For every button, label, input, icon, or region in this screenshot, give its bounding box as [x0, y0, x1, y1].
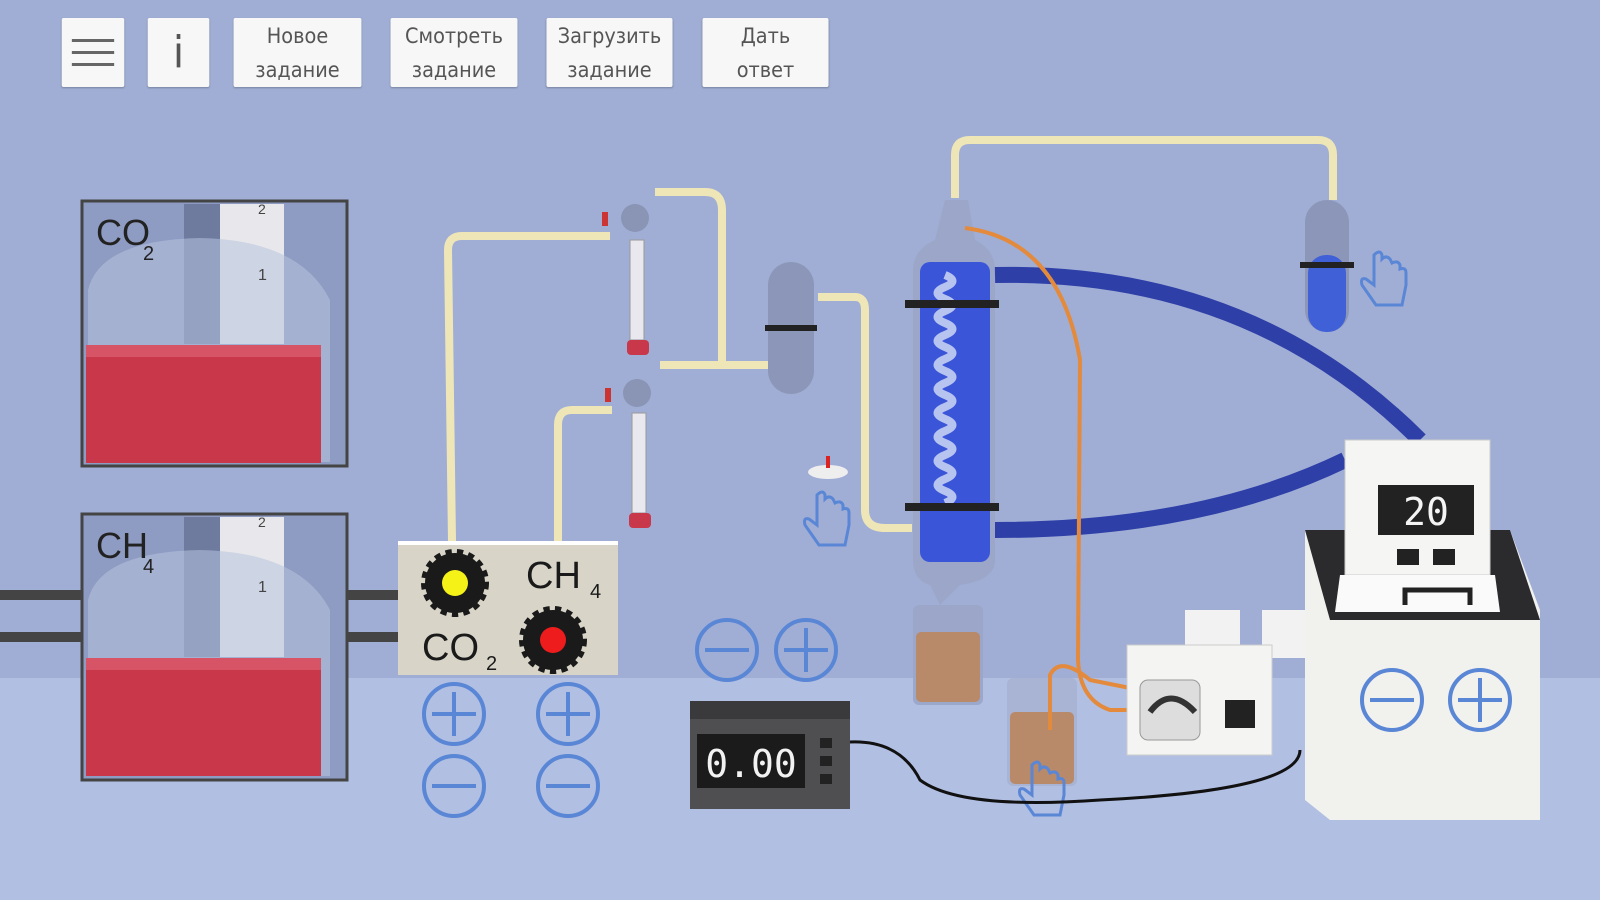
co2-flowmeter	[602, 204, 649, 355]
ch4-flowmeter	[605, 379, 651, 528]
pointer-hand-icon[interactable]	[803, 490, 851, 547]
ch4-decrease-button[interactable]	[536, 754, 600, 818]
button-label: Смотреть	[405, 23, 503, 48]
menu-button[interactable]	[61, 18, 125, 87]
scale-label: 2	[258, 514, 266, 530]
pump-tubing	[964, 226, 1141, 730]
collection-beaker	[913, 605, 983, 705]
button-label: задание	[567, 57, 652, 82]
timer: 0.00	[690, 701, 850, 809]
thermostat: 20	[1305, 439, 1540, 820]
ch4-label: CH	[96, 525, 148, 566]
load-task-button[interactable]: Загрузить задание	[546, 18, 673, 87]
co2-label: CO	[96, 212, 150, 253]
submit-answer-button[interactable]: Дать ответ	[702, 18, 829, 87]
scale-label: 2	[258, 201, 266, 217]
reflux-condenser	[905, 200, 999, 605]
button-label: Дать	[740, 23, 791, 48]
ch4-subscript: 4	[143, 556, 154, 578]
info-icon: i	[172, 26, 185, 78]
co2-decrease-button[interactable]	[422, 754, 486, 818]
ch4-panel-subscript: 4	[590, 581, 601, 603]
timer-increase-button[interactable]	[774, 618, 838, 682]
hamburger-menu-icon	[71, 38, 115, 66]
co2-panel-subscript: 2	[486, 653, 497, 675]
temperature-display: 20	[1403, 490, 1449, 534]
ch4-cylinder-view: CH 4 2 1	[80, 512, 349, 782]
scale-label: 1	[258, 267, 267, 284]
timer-decrease-button[interactable]	[695, 618, 759, 682]
view-task-button[interactable]: Смотреть задание	[390, 18, 518, 87]
coolant-hoses	[994, 266, 1426, 538]
temperature-increase-button[interactable]	[1448, 668, 1512, 732]
receiver-flask	[1300, 200, 1354, 332]
button-label: задание	[255, 57, 340, 82]
timer-cable	[849, 740, 1302, 804]
info-button[interactable]: i	[147, 18, 210, 87]
gas-control-panel: CH 4 CO 2	[398, 541, 618, 675]
new-task-button[interactable]: Новое задание	[233, 18, 362, 87]
co2-cylinder-view: CO 2 2 1	[80, 199, 349, 468]
sample-beaker	[1007, 678, 1077, 786]
pointer-hand-icon[interactable]	[1018, 760, 1066, 817]
button-label: Загрузить	[557, 23, 662, 48]
pointer-hand-icon[interactable]	[1360, 250, 1408, 307]
timer-display: 0.00	[705, 742, 797, 786]
co2-panel-label: CO	[422, 627, 479, 669]
stopcock[interactable]	[808, 456, 848, 479]
co2-subscript: 2	[143, 243, 154, 265]
co2-increase-button[interactable]	[422, 682, 486, 746]
ch4-increase-button[interactable]	[536, 682, 600, 746]
ch4-valve-gear-icon[interactable]	[519, 606, 587, 674]
gas-tubing	[443, 136, 1337, 542]
peristaltic-pump	[1126, 610, 1307, 756]
button-label: Новое	[266, 23, 329, 48]
mixing-vessel	[765, 262, 817, 394]
button-label: ответ	[736, 57, 795, 82]
ch4-panel-label: CH	[526, 555, 581, 597]
button-label: задание	[411, 57, 497, 82]
scale-label: 1	[258, 579, 267, 596]
co2-valve-gear-icon[interactable]	[421, 549, 489, 617]
temperature-decrease-button[interactable]	[1360, 668, 1424, 732]
